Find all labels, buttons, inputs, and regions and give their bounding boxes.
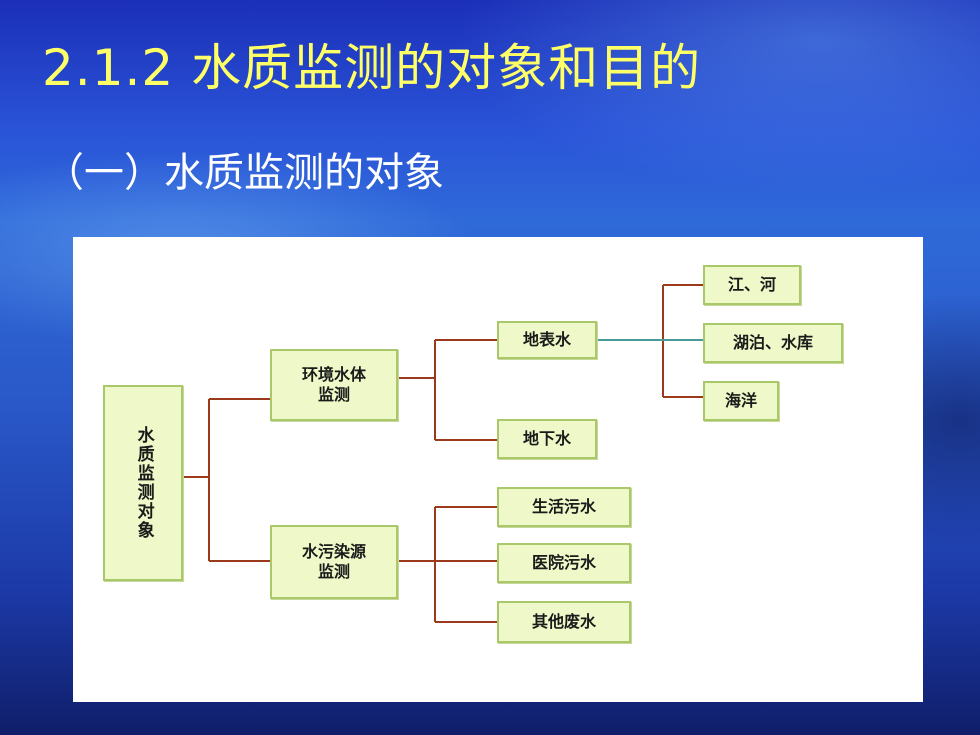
node-rivers: 江、河 — [703, 265, 801, 305]
connector-lines — [183, 284, 703, 623]
slide-title: 2.1.2 水质监测的对象和目的 — [42, 39, 702, 97]
node-surface-water: 地表水 — [497, 321, 597, 359]
node-env-water: 环境水体 监测 — [270, 349, 398, 421]
slide-subtitle: （一）水质监测的对象 — [44, 150, 444, 196]
node-hospital-sewage: 医院污水 — [497, 543, 631, 583]
node-other-wastewater: 其他废水 — [497, 601, 631, 643]
node-domestic-sewage: 生活污水 — [497, 487, 631, 527]
node-root: 水质监测对象 — [103, 385, 183, 581]
node-ocean: 海洋 — [703, 381, 779, 421]
node-ground-water: 地下水 — [497, 419, 597, 459]
diagram-panel: 水质监测对象 环境水体 监测 水污染源 监测 地表水 地下水 江、河 湖泊、水库… — [73, 237, 923, 702]
node-pollution-source: 水污染源 监测 — [270, 525, 398, 599]
node-lakes-reservoirs: 湖泊、水库 — [703, 323, 843, 363]
